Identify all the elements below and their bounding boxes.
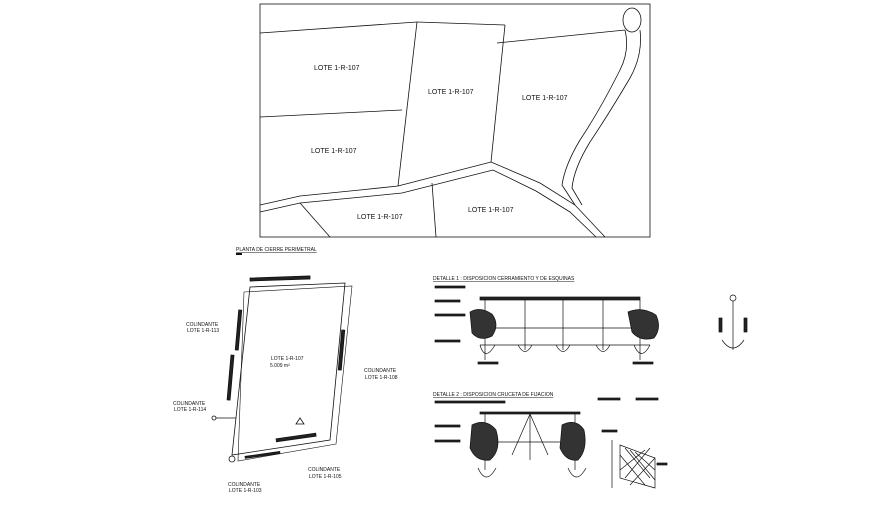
note-bar: [434, 299, 461, 303]
lot-label: LOTE 1-R-107: [428, 89, 474, 96]
rock-fill: [469, 309, 497, 339]
lot-boundary: [299, 202, 331, 238]
site-plan-labels: LOTE 1-R-107 LOTE 1-R-107 LOTE 1-R-107 L…: [311, 65, 568, 221]
fence-top-rail: [479, 411, 581, 415]
path-edge: [571, 29, 641, 206]
neighbor-line2: LOTE 1-R-108: [365, 375, 398, 381]
lot-boundary: [490, 24, 506, 163]
lot-boundary: [259, 21, 418, 34]
neighbor-line2: LOTE 1-R-113: [187, 328, 219, 334]
footing: [555, 344, 571, 352]
site-plan-frame: [259, 3, 651, 238]
neighbor-line2: LOTE 1-R-105: [309, 474, 342, 480]
lot-boundary: [431, 182, 437, 238]
lot-boundary: [259, 109, 403, 118]
neighbor-line1: COLINDANTE: [364, 368, 397, 374]
note-bar: [601, 429, 618, 433]
detail2-title: DETALLE 2 : DISPOSICION CRUCETA DE FIJAC…: [433, 392, 554, 398]
neighbor-line2: LOTE 1-R-114: [174, 407, 206, 413]
neighbor-line1: COLINDANTE: [228, 482, 261, 488]
fence-line: [237, 285, 353, 462]
footing: [595, 344, 611, 352]
rock-fill: [627, 309, 659, 340]
lot-label: LOTE 1-R-107: [357, 214, 403, 221]
neighbor-line2: LOTE 1-R-103: [229, 488, 262, 494]
note-bar: [434, 424, 461, 428]
road-edge: [259, 161, 606, 238]
note-bar: [434, 400, 506, 404]
lot-area: 5.009 m²: [270, 363, 290, 369]
neighbor-labels: COLINDANTE LOTE 1-R-113 COLINDANTE LOTE …: [173, 322, 398, 494]
footing: [567, 467, 587, 478]
footing: [633, 344, 651, 354]
lot-name: LOTE 1-R-107: [271, 356, 304, 362]
note-bar: [434, 285, 466, 289]
lot-label: LOTE 1-R-107: [522, 95, 568, 102]
fence-section: [743, 317, 748, 333]
rock-fill: [469, 422, 499, 461]
lot-boundary: [416, 21, 506, 26]
detail1-title: DETALLE 1 : DISPOSICION CERRAMIENTO Y DE…: [433, 276, 575, 282]
footing: [477, 467, 497, 478]
neighbor-line1: COLINDANTE: [173, 401, 206, 407]
lot-boundary: [397, 21, 418, 187]
brace: [511, 413, 531, 456]
fence-top-rail: [479, 296, 641, 301]
note-bar: [656, 462, 668, 466]
leader-marker: [211, 415, 217, 421]
lot-outline: [231, 282, 346, 456]
note-bar: [434, 313, 466, 317]
road-edge: [259, 169, 597, 238]
lot-label: LOTE 1-R-107: [468, 207, 514, 214]
note-bar: [477, 361, 499, 365]
note-bar: [632, 361, 654, 365]
mesh-panel: [619, 444, 656, 489]
neighbor-line1: COLINDANTE: [308, 467, 341, 473]
site-plan: [259, 3, 651, 238]
fence-segment: [275, 432, 317, 443]
lot-boundary: [496, 29, 626, 44]
detail2-drawing: [434, 400, 587, 478]
fence-segment: [337, 329, 346, 371]
note-bar: [635, 397, 659, 401]
note-bar: [434, 339, 461, 343]
fence-segment: [234, 309, 243, 351]
perimeter-plan: [211, 275, 353, 463]
footing: [721, 339, 745, 349]
brace: [529, 413, 549, 456]
path-edge: [561, 29, 628, 206]
fence-segment: [244, 451, 281, 459]
pond: [622, 7, 642, 33]
detail1-drawing: [434, 285, 659, 365]
post-cap: [729, 294, 737, 302]
note-bar: [597, 397, 621, 401]
fence-section: [718, 317, 723, 333]
fence-segment: [249, 275, 311, 282]
corner-marker: [228, 455, 236, 463]
post-detail: [718, 294, 748, 350]
mesh-detail: [597, 397, 668, 489]
neighbor-line1: COLINDANTE: [186, 322, 219, 328]
fence-segment: [226, 354, 235, 401]
north-arrow: [295, 417, 305, 425]
footing: [479, 344, 496, 354]
note-bar: [434, 439, 461, 443]
rock-fill: [559, 422, 586, 461]
lot-label: LOTE 1-R-107: [314, 65, 360, 72]
footing: [517, 344, 533, 352]
perimeter-plan-title: PLANTA DE CIERRE PERIMETRAL: [236, 247, 317, 253]
title-marker: [236, 253, 242, 255]
mesh-hatch: [619, 447, 656, 486]
lot-label: LOTE 1-R-107: [311, 148, 357, 155]
